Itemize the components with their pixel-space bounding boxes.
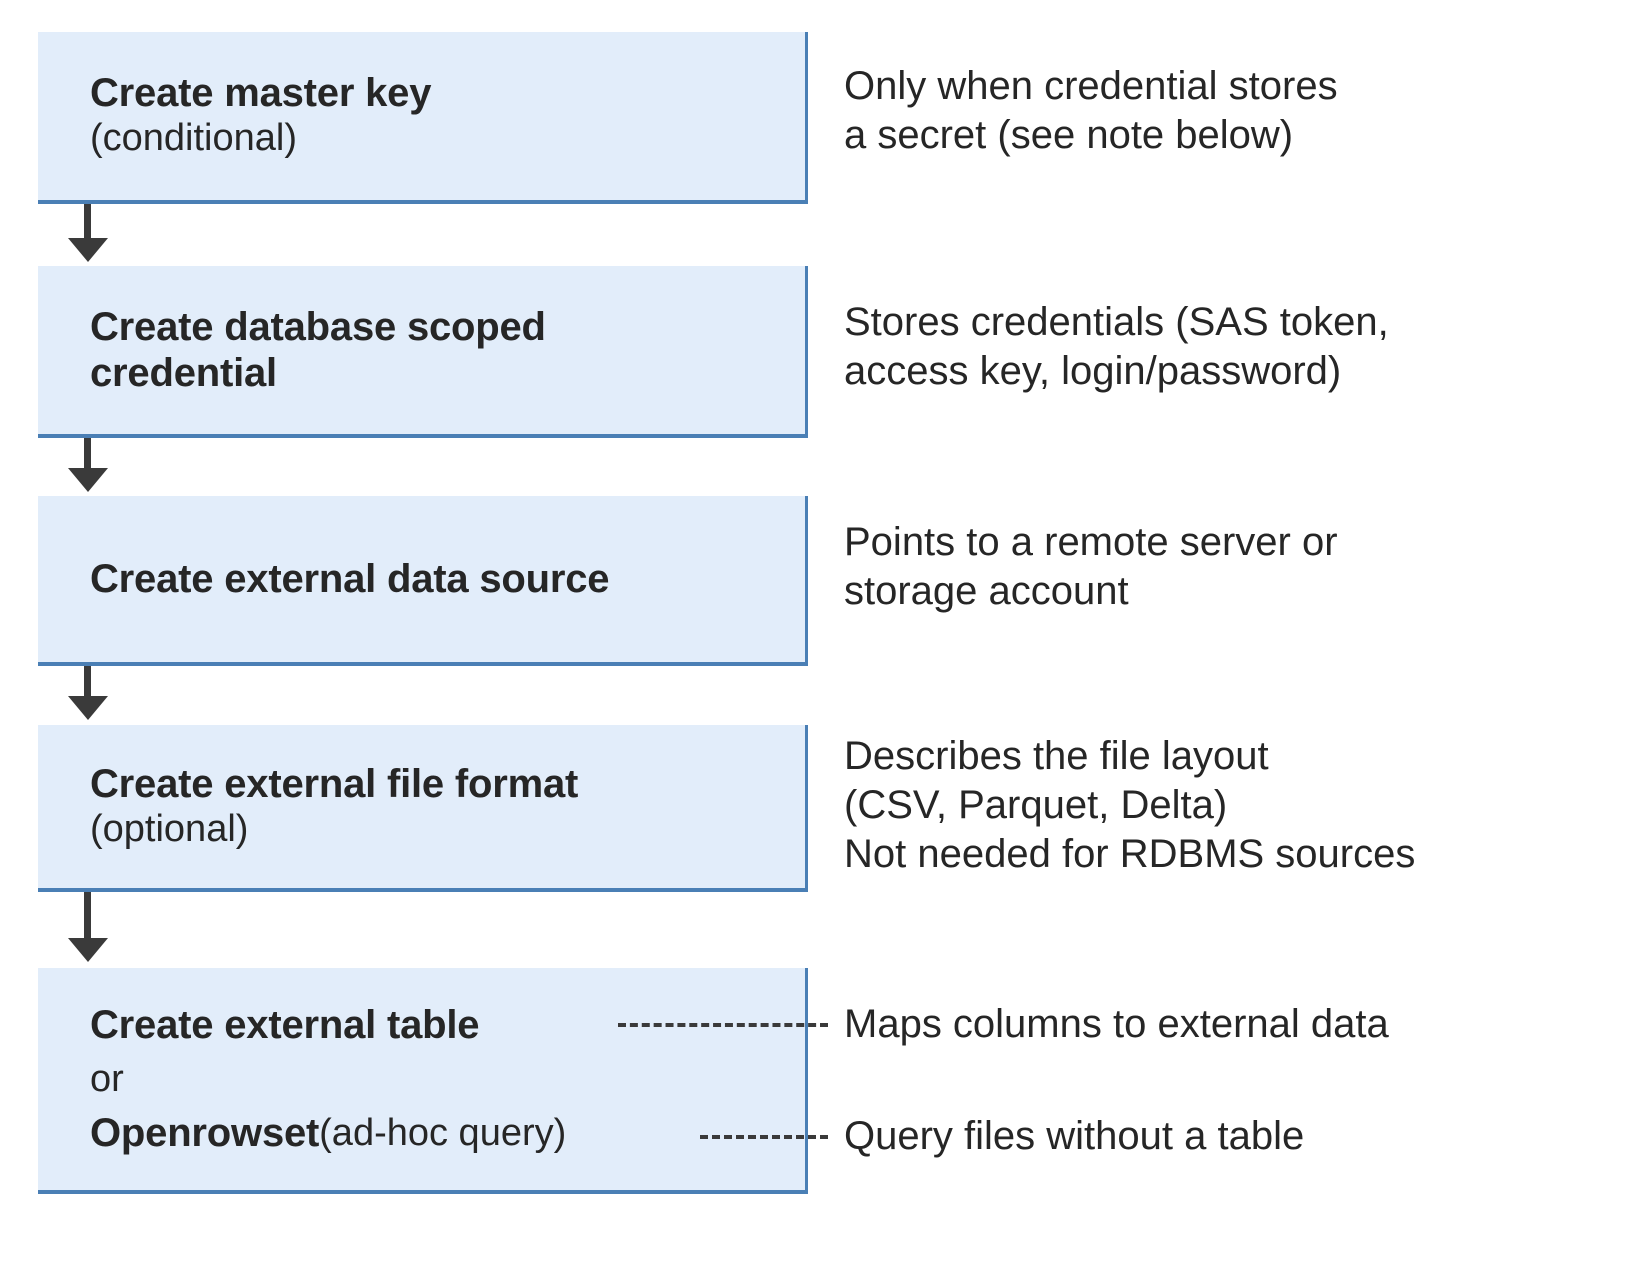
note-create-external-file-format: Describes the file layout (CSV, Parquet,… [844, 734, 1416, 876]
arrow-down-icon-4 [84, 892, 91, 940]
option-separator: or [90, 1053, 789, 1105]
step-subtitle: (conditional) [90, 117, 297, 160]
step-title: Create database scoped credential [90, 304, 546, 395]
dashed-connector-external-table [618, 1023, 828, 1027]
step-box-create-external-table-or-openrowset[interactable]: Create external table or Openrowset (ad-… [38, 968, 808, 1194]
note-create-database-scoped-credential: Stores credentials (SAS token, access ke… [844, 300, 1389, 393]
note-create-external-data-source: Points to a remote server or storage acc… [844, 520, 1338, 613]
step-box-create-database-scoped-credential[interactable]: Create database scoped credential [38, 266, 808, 438]
step-box-create-external-file-format[interactable]: Create external file format (optional) [38, 725, 808, 892]
step-alt-title: Openrowset [90, 1110, 320, 1155]
or-label: or [90, 1057, 124, 1100]
step-title: Create external file format [90, 761, 579, 806]
note-create-master-key: Only when credential stores a secret (se… [844, 64, 1338, 157]
arrow-down-icon-2 [84, 438, 91, 470]
step-subtitle: (optional) [90, 807, 249, 850]
arrow-down-icon-3 [84, 666, 91, 698]
step-option-list: Create external table or Openrowset (ad-… [90, 997, 789, 1161]
note-create-external-table: Maps columns to external data [844, 1002, 1389, 1046]
note-openrowset: Query files without a table [844, 1114, 1305, 1158]
option-openrowset[interactable]: Openrowset (ad-hoc query) [90, 1105, 789, 1161]
step-title: Create external table [90, 1002, 480, 1047]
option-create-external-table[interactable]: Create external table [90, 997, 789, 1053]
step-title: Create master key [90, 71, 432, 115]
step-box-create-master-key[interactable]: Create master key (conditional) [38, 32, 808, 204]
dashed-connector-openrowset [700, 1135, 828, 1139]
step-title: Create external data source [90, 556, 610, 601]
step-alt-suffix: (ad-hoc query) [319, 1111, 567, 1154]
step-box-create-external-data-source[interactable]: Create external data source [38, 496, 808, 666]
arrow-down-icon-1 [84, 204, 91, 240]
